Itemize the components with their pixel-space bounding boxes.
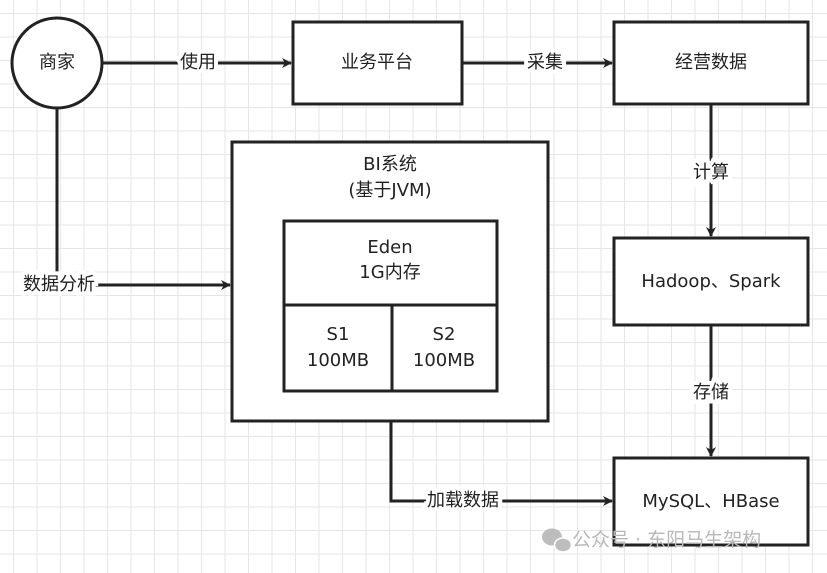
node-business-platform xyxy=(291,20,464,106)
bi-system-subtitle: (基于JVM) xyxy=(348,180,431,201)
mysql-hbase-label: MySQL、HBase xyxy=(642,491,779,512)
node-mysql-hbase xyxy=(612,456,810,547)
hadoop-spark-label: Hadoop、Spark xyxy=(641,271,781,292)
wechat-icon xyxy=(542,528,573,553)
edge-data-analysis xyxy=(55,108,231,290)
eden-title: Eden xyxy=(367,237,412,258)
s1-size: 100MB xyxy=(307,350,369,371)
node-s1 xyxy=(282,303,394,393)
node-merchant xyxy=(10,16,104,110)
edge-data-analysis-label: 数据分析 xyxy=(23,274,95,295)
operating-data-label: 经营数据 xyxy=(675,52,747,73)
s2-size: 100MB xyxy=(413,350,475,371)
business-platform-label: 业务平台 xyxy=(341,52,413,73)
eden-size: 1G内存 xyxy=(359,262,420,283)
watermark-text: 公众号 · 东阳马生架构 xyxy=(572,529,761,551)
edge-compute-label: 计算 xyxy=(693,162,729,183)
edge-store-label: 存储 xyxy=(693,382,729,403)
s2-title: S2 xyxy=(433,324,456,345)
s1-title: S1 xyxy=(327,324,350,345)
edge-use-label: 使用 xyxy=(180,52,216,73)
node-s2 xyxy=(390,303,499,393)
node-hadoop-spark xyxy=(612,236,810,327)
merchant-label: 商家 xyxy=(39,52,75,73)
edge-load-data-label: 加载数据 xyxy=(427,490,499,511)
edge-collect-label: 采集 xyxy=(527,52,563,73)
watermark: 公众号 · 东阳马生架构 xyxy=(542,528,761,553)
bi-system-title: BI系统 xyxy=(363,154,417,175)
node-operating-data xyxy=(612,20,810,106)
edge-load-data xyxy=(389,421,613,506)
node-eden xyxy=(282,219,499,307)
